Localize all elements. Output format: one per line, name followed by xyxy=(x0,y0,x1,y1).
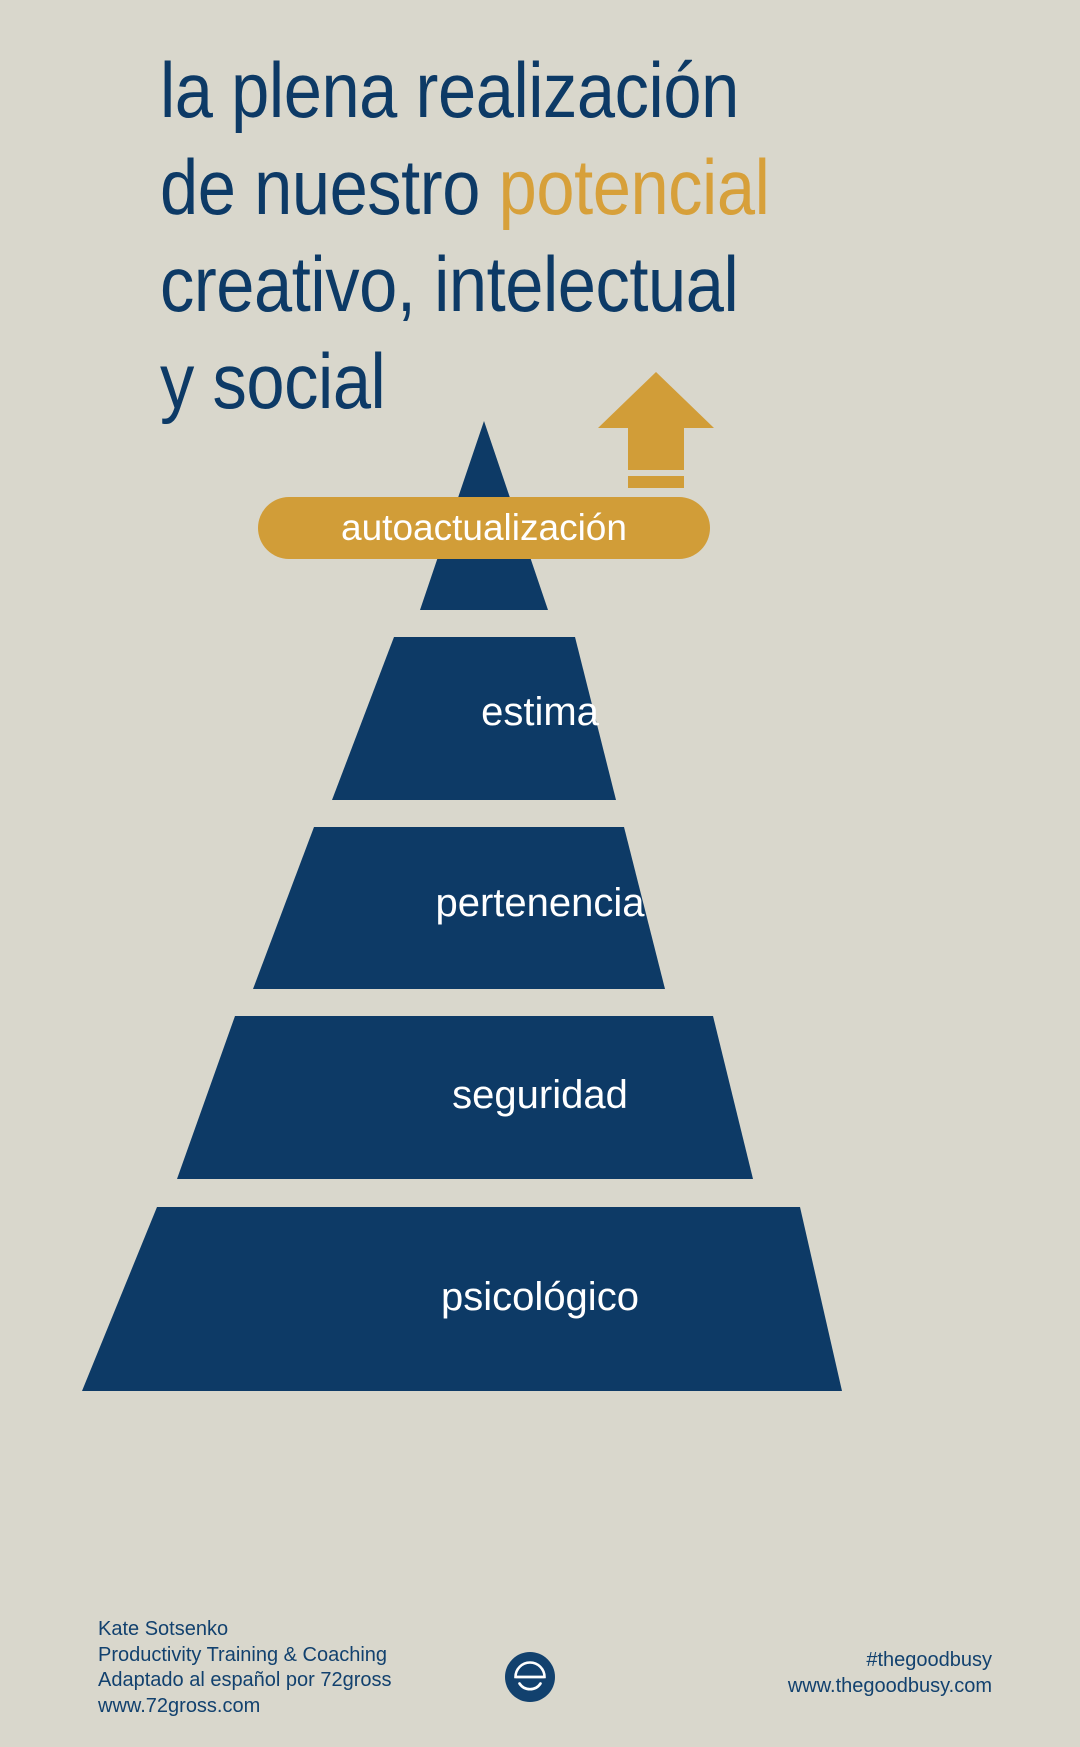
apex-label-pill: autoactualización xyxy=(258,497,710,559)
page-title: la plena realización de nuestro potencia… xyxy=(160,42,940,430)
footer-credit-block: Kate Sotsenko Productivity Training & Co… xyxy=(98,1617,392,1719)
footer-hashtag: #thegoodbusy xyxy=(866,1649,992,1671)
pyramid-level-estima xyxy=(332,637,616,800)
pyramid-level-psicologico xyxy=(82,1207,842,1391)
up-arrow-icon xyxy=(598,372,714,488)
title-line-1: la plena realización xyxy=(160,46,739,134)
title-line-2: de nuestro potencial xyxy=(160,139,846,236)
pyramid-level-pertenencia xyxy=(253,827,665,989)
title-highlight-potencial: potencial xyxy=(498,143,770,231)
footer-brand-website[interactable]: www.thegoodbusy.com xyxy=(787,1674,992,1697)
title-line-2-plain: de nuestro xyxy=(160,143,499,231)
pyramid-level-seguridad xyxy=(177,1016,753,1179)
title-line-3: creativo, intelectual xyxy=(160,240,739,328)
apex-label-text: autoactualización xyxy=(341,507,627,548)
footer-translator-website[interactable]: www.72gross.com xyxy=(98,1694,261,1717)
footer-author-name: Kate Sotsenko xyxy=(98,1618,229,1640)
thegoodbusy-logo-icon xyxy=(505,1652,555,1702)
footer-brand-block: #thegoodbusy www.thegoodbusy.com xyxy=(788,1648,992,1699)
footer-author-role: Productivity Training & Coaching xyxy=(98,1643,388,1666)
footer-translation-credit: Adaptado al español por 72gross xyxy=(98,1669,392,1691)
title-line-4: y social xyxy=(160,337,386,425)
